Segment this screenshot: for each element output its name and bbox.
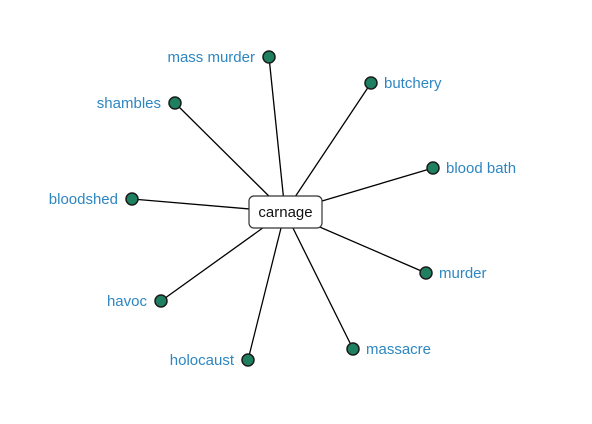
node-bloodshed[interactable]: bloodshed — [49, 191, 139, 208]
node-blood-bath[interactable]: blood bath — [426, 160, 516, 177]
node-label-murder[interactable]: murder — [439, 265, 487, 282]
node-dot-blood-bath[interactable] — [426, 161, 440, 175]
node-mass-murder[interactable]: mass murder — [167, 49, 276, 66]
node-havoc[interactable]: havoc — [107, 293, 168, 310]
node-dot-bloodshed[interactable] — [125, 192, 139, 206]
node-dot-murder[interactable] — [419, 266, 433, 280]
node-dot-massacre[interactable] — [346, 342, 360, 356]
edge-mass-murder — [268, 56, 286, 213]
node-massacre[interactable]: massacre — [346, 341, 431, 358]
node-murder[interactable]: murder — [419, 265, 487, 282]
edge-shambles — [174, 102, 286, 213]
center-node-box[interactable] — [248, 195, 323, 229]
node-dot-holocaust[interactable] — [241, 353, 255, 367]
node-label-mass-murder[interactable]: mass murder — [167, 49, 255, 66]
center-node[interactable]: carnage — [248, 195, 323, 229]
edge-holocaust — [247, 211, 286, 361]
node-shambles[interactable]: shambles — [97, 95, 182, 112]
node-label-butchery[interactable]: butchery — [384, 75, 442, 92]
node-label-holocaust[interactable]: holocaust — [170, 352, 235, 369]
node-dot-butchery[interactable] — [364, 76, 378, 90]
node-label-massacre[interactable]: massacre — [366, 341, 431, 358]
node-label-shambles[interactable]: shambles — [97, 95, 161, 112]
node-label-blood-bath[interactable]: blood bath — [446, 160, 516, 177]
edge-massacre — [284, 211, 354, 350]
nodes: mass murder butchery shambles blood bath blo… — [49, 49, 516, 369]
node-dot-havoc[interactable] — [154, 294, 168, 308]
edge-butchery — [284, 82, 372, 213]
center-node-label: carnage — [258, 204, 312, 221]
node-holocaust[interactable]: holocaust — [170, 352, 255, 369]
node-dot-mass-murder[interactable] — [262, 50, 276, 64]
node-label-havoc[interactable]: havoc — [107, 293, 148, 310]
node-label-bloodshed[interactable]: bloodshed — [49, 191, 118, 208]
node-butchery[interactable]: butchery — [364, 75, 442, 92]
node-dot-shambles[interactable] — [168, 96, 182, 110]
